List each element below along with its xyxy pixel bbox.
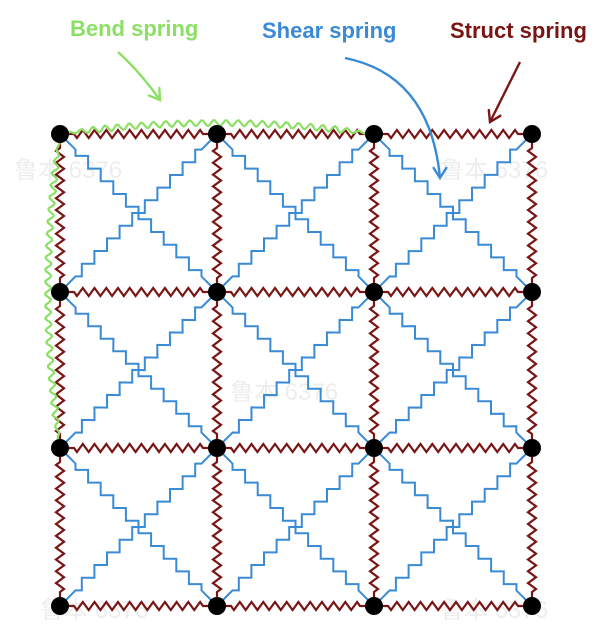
struct-spring [217, 442, 374, 454]
struct-spring [54, 134, 66, 292]
shear-spring [373, 133, 533, 293]
mass-node [208, 439, 226, 457]
struct-spring [217, 286, 374, 298]
shear-spring [216, 447, 375, 607]
struct-spring [368, 134, 380, 292]
struct-spring [368, 448, 380, 606]
bend-pointer-arrow [117, 51, 161, 101]
struct-spring [60, 286, 217, 298]
mass-node [51, 283, 69, 301]
struct-spring [217, 128, 374, 140]
mass-node [523, 597, 541, 615]
mass-node [365, 125, 383, 143]
struct-spring [54, 448, 66, 606]
shear-spring [373, 447, 533, 607]
watermark: 鲁本 6376 [14, 157, 123, 184]
mass-node [523, 283, 541, 301]
struct-spring [60, 128, 217, 140]
shear-spring [216, 133, 375, 293]
struct-pointer-arrow [488, 61, 522, 123]
mass-node [51, 125, 69, 143]
mass-node [365, 597, 383, 615]
bend-spring [43, 133, 62, 449]
struct-spring [211, 292, 223, 448]
struct-spring [368, 292, 380, 448]
struct-spring [526, 134, 538, 292]
mass-node [523, 125, 541, 143]
struct-pointer-arrowhead [487, 108, 502, 125]
mass-node [208, 283, 226, 301]
mass-node [523, 439, 541, 457]
shear-pointer-arrowhead [432, 166, 448, 181]
mass-node [365, 283, 383, 301]
mass-node [51, 439, 69, 457]
struct-spring [211, 134, 223, 292]
shear-spring-label: Shear spring [262, 18, 397, 43]
struct-spring [374, 286, 532, 298]
struct-spring [526, 292, 538, 448]
struct-spring [526, 448, 538, 606]
shear-spring [59, 133, 218, 293]
shear-pointer-arrow [344, 56, 442, 179]
struct-spring [374, 442, 532, 454]
shear-spring [216, 291, 375, 449]
struct-spring [217, 600, 374, 612]
struct-spring [374, 128, 532, 140]
mass-node [365, 439, 383, 457]
mass-node [51, 597, 69, 615]
struct-spring [60, 442, 217, 454]
shear-spring [373, 291, 533, 449]
struct-spring [60, 600, 217, 612]
struct-spring [211, 448, 223, 606]
bend-spring-label: Bend spring [70, 16, 199, 41]
struct-spring [374, 600, 532, 612]
struct-spring-label: Struct spring [450, 18, 587, 43]
shear-spring [59, 291, 218, 449]
bend-spring [59, 118, 375, 136]
mass-node [208, 125, 226, 143]
mass-node [208, 597, 226, 615]
shear-spring [59, 447, 218, 607]
bend-pointer-arrowhead [147, 86, 162, 102]
